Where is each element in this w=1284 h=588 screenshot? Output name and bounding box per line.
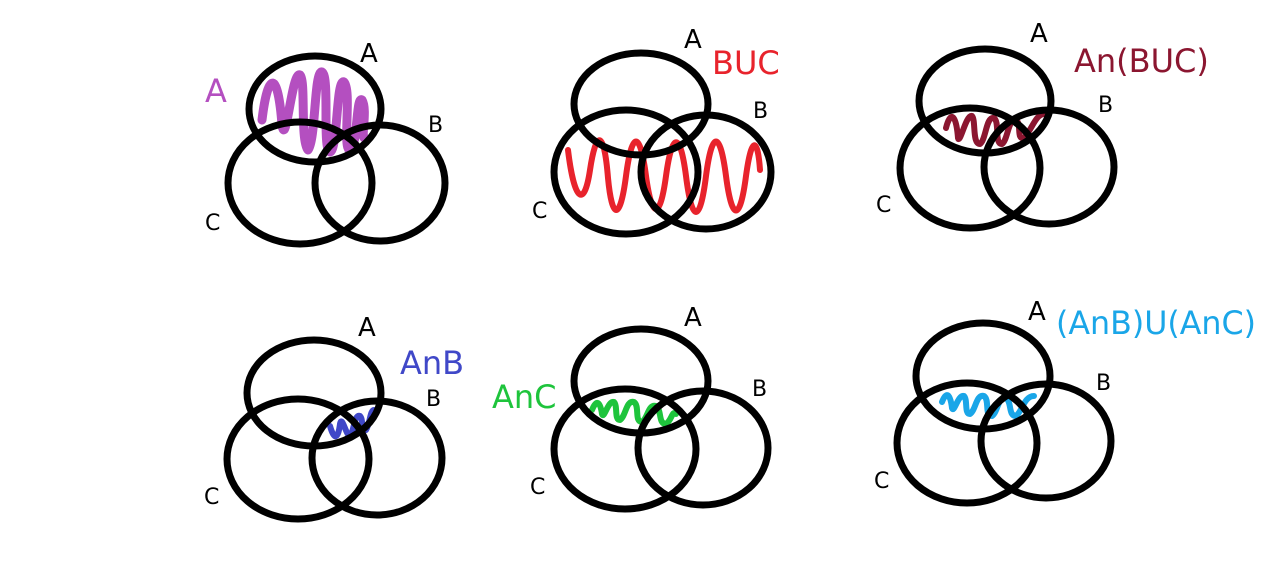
panel-5-circle-c	[550, 385, 700, 513]
panel-2: A B C BUC	[532, 25, 780, 238]
panel-6-circle-c	[893, 379, 1041, 507]
panel-3-label-c: C	[876, 193, 891, 218]
panel-3-label-a: A	[1030, 19, 1048, 49]
panel-2-label-a: A	[684, 25, 702, 55]
panel-6-shading	[939, 392, 1037, 419]
panel-6: A B C (AnB)U(AnC)	[874, 297, 1256, 507]
panel-1-circle-c	[224, 118, 376, 248]
panel-6-label-a: A	[1028, 297, 1046, 327]
panel-1: A B C A	[205, 39, 449, 248]
panel-6-circle-b	[977, 380, 1115, 502]
panel-4-label-c: C	[204, 485, 219, 510]
panel-2-label-b: B	[753, 99, 768, 124]
panel-3: A B C An(BUC)	[876, 19, 1209, 232]
panel-5-label-b: B	[752, 377, 767, 402]
panel-3-label-b: B	[1098, 93, 1113, 118]
panel-3-caption: An(BUC)	[1074, 42, 1209, 80]
panel-6-label-b: B	[1096, 371, 1111, 396]
panel-4-circle-b	[308, 397, 446, 519]
panel-6-caption: (AnB)U(AnC)	[1056, 304, 1256, 342]
panel-5-circle-b	[634, 387, 772, 509]
panel-1-label-c: C	[205, 211, 220, 236]
panel-1-circle-a	[245, 52, 385, 166]
panel-2-circle-c	[550, 106, 702, 238]
panel-2-circle-b	[637, 111, 775, 233]
panel-5-label-a: A	[684, 303, 702, 333]
panel-4-caption: AnB	[400, 344, 464, 382]
panel-1-label-b: B	[428, 113, 443, 138]
panel-2-label-c: C	[532, 199, 547, 224]
panel-5-label-c: C	[530, 475, 545, 500]
panel-2-caption: BUC	[712, 44, 780, 82]
panel-4-circle-c	[223, 395, 373, 523]
panel-5: A B C AnC	[492, 303, 772, 513]
panel-5-caption: AnC	[492, 378, 557, 416]
panel-4-label-a: A	[358, 313, 376, 343]
panel-6-label-c: C	[874, 469, 889, 494]
panel-3-circle-b	[980, 106, 1118, 228]
panel-1-circle-b	[311, 121, 449, 245]
panel-3-shading	[943, 110, 1049, 147]
panel-5-shading	[589, 398, 679, 427]
panel-4-label-b: B	[426, 387, 441, 412]
panel-4: A B C AnB	[204, 313, 464, 523]
panel-3-circle-c	[896, 104, 1044, 232]
panel-1-label-a: A	[360, 39, 378, 69]
panel-1-caption: A	[205, 72, 227, 110]
